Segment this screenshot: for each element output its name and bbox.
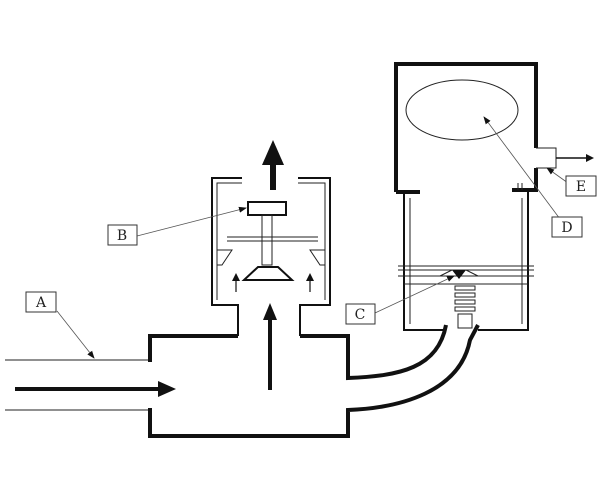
duct-top-wall-right xyxy=(300,324,448,381)
valve-guide-b xyxy=(247,201,287,216)
valve-seat-right xyxy=(309,249,325,266)
leader-c xyxy=(374,275,455,314)
label-c: C xyxy=(345,303,376,325)
tank-chamber-d xyxy=(405,79,519,141)
valve-poppet xyxy=(241,266,295,281)
label-d: D xyxy=(551,216,583,238)
valve-right-wall xyxy=(298,177,331,336)
spring-stack xyxy=(457,313,473,329)
tank-right-lower xyxy=(512,168,538,192)
label-b: B xyxy=(107,224,138,246)
label-c-text: C xyxy=(355,307,366,323)
cylinder-left-wall xyxy=(403,192,446,331)
valve-seat-left xyxy=(217,249,233,266)
inlet-duct xyxy=(5,324,480,438)
label-e: E xyxy=(565,175,597,197)
cylinder-right-wall xyxy=(478,192,529,331)
check-valve-c xyxy=(452,270,466,279)
valve-inflow-arrow xyxy=(263,303,277,390)
leader-a xyxy=(56,310,95,359)
label-e-text: E xyxy=(576,179,586,195)
cylinder xyxy=(398,192,534,331)
valve-outflow-arrow xyxy=(262,140,284,190)
leader-e xyxy=(546,167,569,184)
inlet-flow-arrow xyxy=(15,381,176,397)
label-a-text: A xyxy=(35,295,47,311)
leader-d xyxy=(483,116,561,220)
tank xyxy=(394,62,594,194)
outlet-port-e xyxy=(536,147,557,169)
duct-top-wall-step xyxy=(148,334,238,362)
duct-bottom-wall xyxy=(148,324,480,438)
label-a: A xyxy=(25,291,57,313)
label-b-text: B xyxy=(117,228,127,244)
label-d-text: D xyxy=(561,220,572,236)
valve-left-wall xyxy=(211,177,242,336)
valve-stem xyxy=(261,214,273,266)
leader-b xyxy=(136,206,247,237)
tank-upper-wall xyxy=(394,62,538,192)
valve-housing xyxy=(211,177,331,336)
